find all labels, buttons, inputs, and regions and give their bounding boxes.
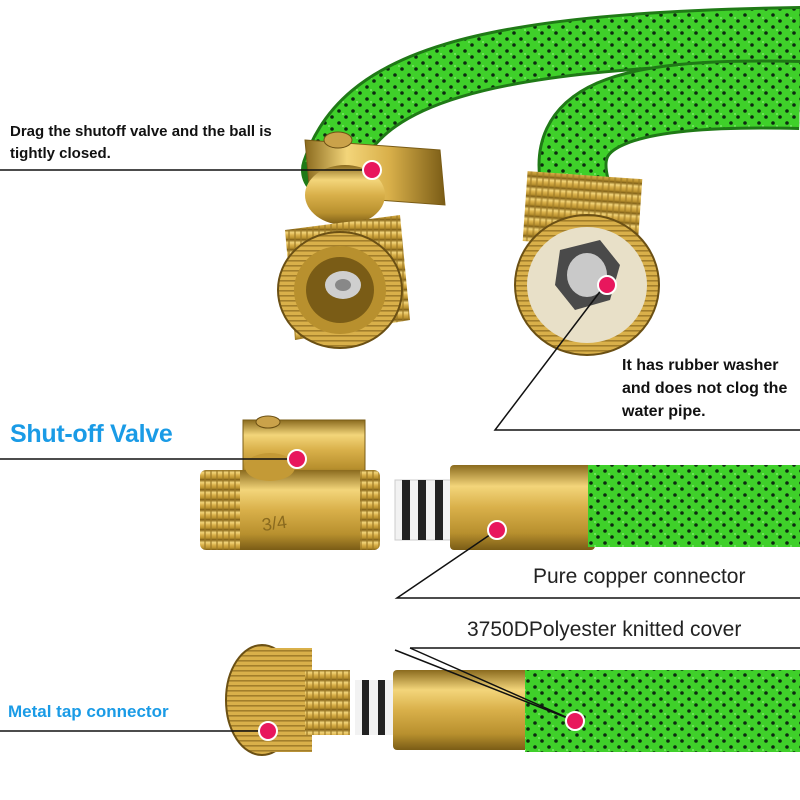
top-female-connector [514,171,660,356]
label-rubber-washer: It has rubber washer and does not clog t… [622,357,788,420]
top-hose-right [537,59,800,193]
middle-hose [394,465,800,550]
label-tap-connector: Metal tap connector [8,702,169,721]
callout-lines [0,169,800,732]
top-shutoff-valve [277,131,446,349]
bottom-hose [225,644,800,756]
label-valve-operation: Drag the shutoff valve and the ball is t… [10,123,272,162]
label-knitted-cover: 3750DPolyester knitted cover [467,618,742,641]
label-shutoff-valve: Shut-off Valve [10,420,173,448]
middle-shutoff-valve [200,415,380,550]
label-copper-connector: Pure copper connector [533,565,746,588]
valve-stamp: 3/4 [261,512,289,535]
callout-markers [258,160,617,741]
marker-tap-connector [258,721,278,741]
marker-shutoff-valve [287,449,307,469]
marker-copper-connector [487,520,507,540]
marker-valve-handle [362,160,382,180]
marker-knitted-cover [565,711,585,731]
marker-rubber-washer [597,275,617,295]
